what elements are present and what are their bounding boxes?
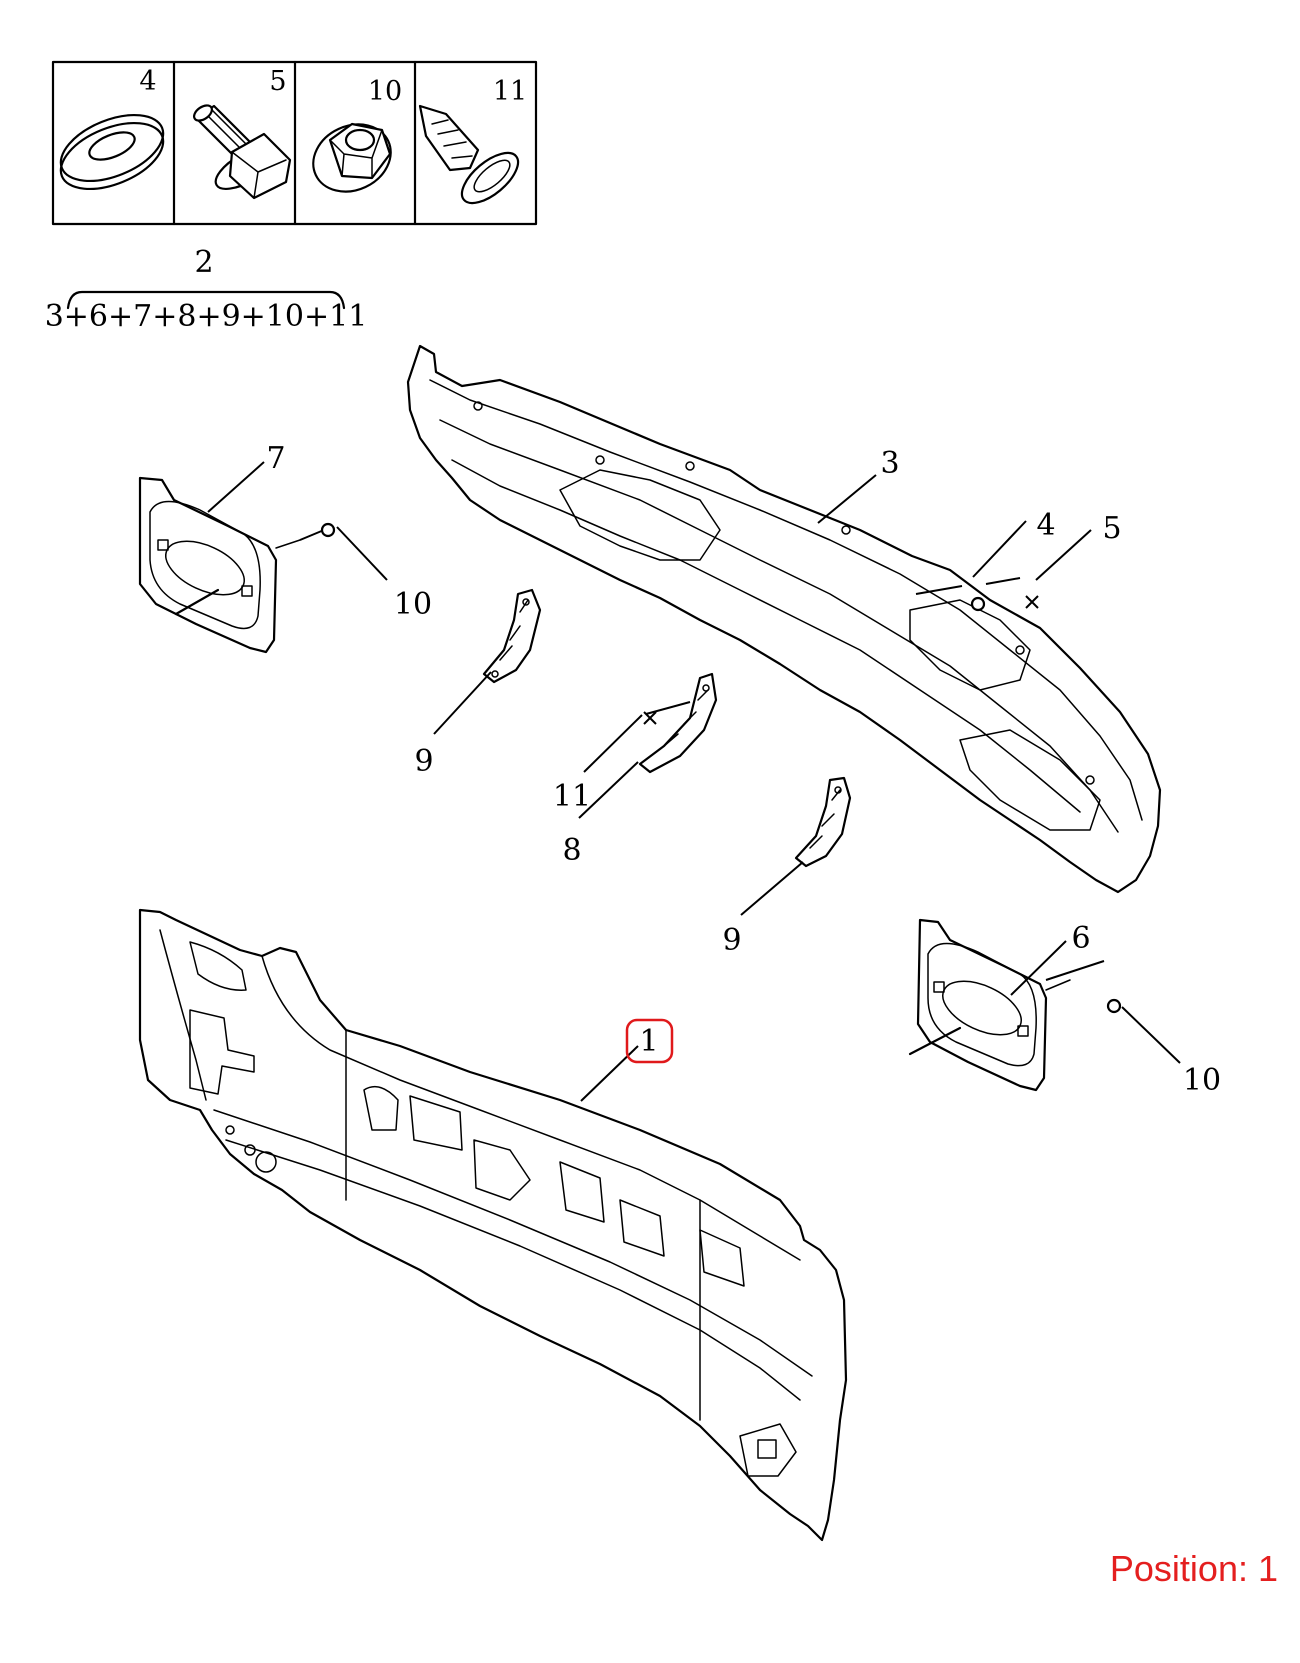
clip-icon — [418, 104, 520, 205]
callout-1-highlight — [625, 1018, 674, 1064]
callouts: 7 10 3 4 5 9 11 8 9 6 10 1 — [266, 441, 1221, 1098]
leader-lines — [207, 461, 1181, 1102]
callout-4[interactable]: 4 — [1036, 508, 1055, 543]
part-8-bracket — [638, 672, 718, 774]
callout-10-right[interactable]: 10 — [1183, 1063, 1221, 1098]
nut-marker — [1106, 998, 1122, 1014]
panel-number-10: 10 — [368, 76, 402, 107]
assembly-contents: 3+6+7+8+9+10+11 — [45, 299, 368, 334]
bolt-marker — [1025, 595, 1039, 609]
panel-number-5: 5 — [269, 66, 286, 97]
assembly-group: 2 3+6+7+8+9+10+11 — [45, 245, 368, 334]
callout-1[interactable]: 1 — [639, 1024, 658, 1059]
callout-3[interactable]: 3 — [880, 446, 899, 481]
fastener-panel: 4 5 10 11 — [51, 60, 538, 226]
callout-9-lower[interactable]: 9 — [722, 923, 741, 958]
part-1-rear-panel — [138, 908, 848, 1542]
position-label: Position: 1 — [1109, 1548, 1278, 1589]
part-7-bracket — [138, 476, 301, 654]
nut-marker — [320, 522, 336, 538]
washer-marker — [970, 596, 986, 612]
clip-marker — [643, 711, 657, 725]
panel-number-11: 11 — [493, 76, 527, 107]
callout-11[interactable]: 11 — [553, 779, 591, 814]
callout-6[interactable]: 6 — [1071, 921, 1090, 956]
panel-number-4: 4 — [139, 66, 156, 97]
part-9-upper-bracket — [482, 588, 542, 684]
part-6-bracket — [908, 918, 1071, 1092]
assembly-number: 2 — [194, 245, 213, 280]
washer-icon — [59, 113, 165, 191]
flange-nut-icon — [312, 122, 392, 193]
callout-7[interactable]: 7 — [266, 441, 285, 476]
callout-8[interactable]: 8 — [562, 833, 581, 868]
part-3-crossmember — [406, 344, 1162, 894]
bolt-icon — [193, 104, 292, 200]
callout-9-upper[interactable]: 9 — [414, 744, 433, 779]
part-9-lower-bracket — [794, 776, 852, 868]
callout-5[interactable]: 5 — [1102, 511, 1121, 546]
callout-10-left[interactable]: 10 — [394, 587, 432, 622]
